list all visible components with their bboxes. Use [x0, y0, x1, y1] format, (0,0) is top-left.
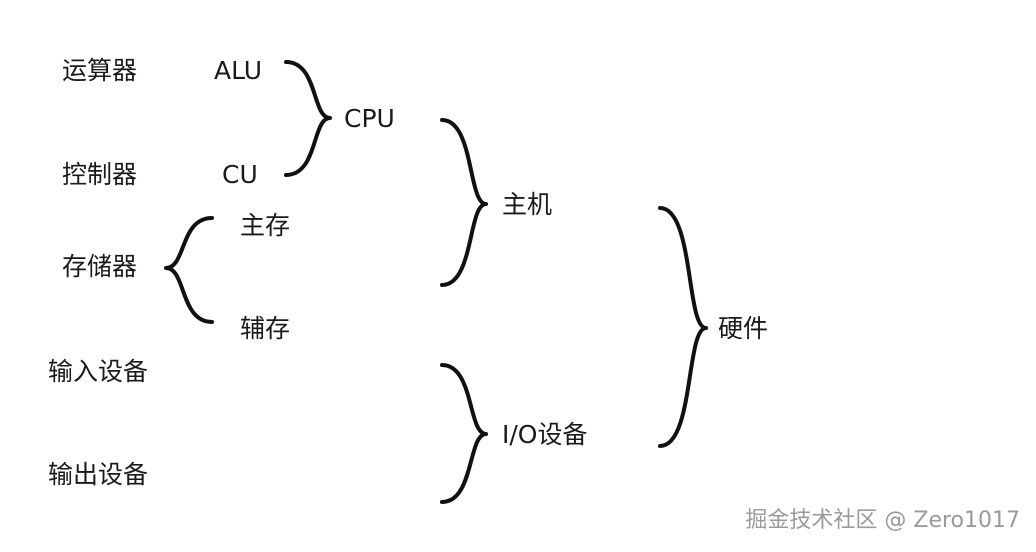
brace-cpu — [284, 60, 332, 177]
watermark-text: 掘金技术社区 @ Zero1017 — [745, 508, 1020, 533]
cu-en-label: CU — [222, 160, 258, 189]
io-device-label: I/O设备 — [502, 420, 588, 449]
alu-cn-label: 运算器 — [62, 56, 138, 85]
brace-hardware — [658, 206, 708, 448]
alu-en-label: ALU — [214, 56, 263, 85]
storage-label: 存储器 — [62, 252, 138, 281]
cpu-label: CPU — [344, 104, 395, 133]
host-label: 主机 — [502, 190, 553, 219]
aux-memory-label: 辅存 — [240, 314, 291, 343]
brace-storage — [164, 216, 214, 324]
output-device-label: 输出设备 — [48, 460, 149, 489]
main-memory-label: 主存 — [240, 211, 291, 240]
hardware-label: 硬件 — [718, 314, 769, 343]
cu-cn-label: 控制器 — [62, 160, 138, 189]
input-device-label: 输入设备 — [48, 357, 149, 386]
brace-io — [440, 363, 488, 504]
brace-host — [440, 118, 488, 287]
